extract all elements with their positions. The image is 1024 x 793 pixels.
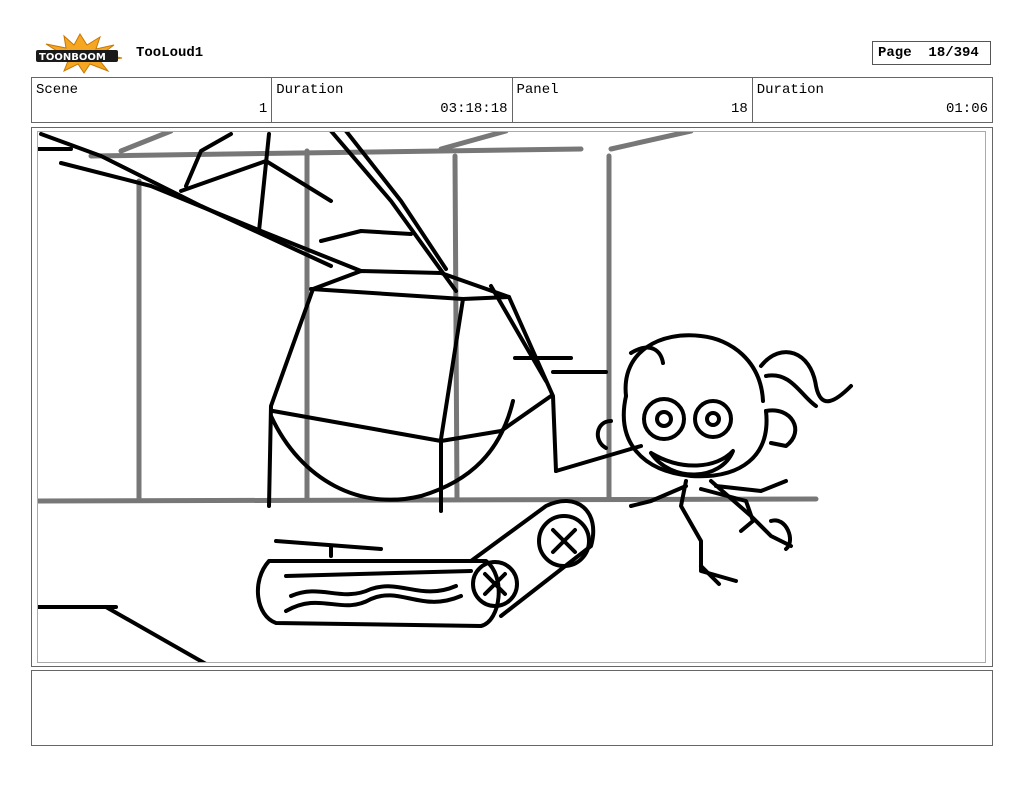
panel-value: 18 (730, 101, 748, 117)
track-right (469, 499, 596, 618)
cab-bottom-curve (269, 399, 515, 502)
scene-duration-value: 03:18:18 (440, 101, 508, 117)
ink-sketch (38, 132, 853, 662)
arm-connector (554, 444, 643, 473)
project-title: TooLoud1 (136, 45, 204, 61)
crane-strut-2 (184, 132, 233, 188)
ceiling-diag-1 (118, 132, 174, 154)
beam-3 (452, 153, 460, 502)
crane-arm-upper (39, 132, 333, 268)
girl-hair-top (623, 333, 765, 403)
track-left (255, 559, 501, 628)
girl-eye-left (642, 397, 686, 441)
panel-duration-value: 01:06 (945, 101, 988, 117)
crane-cable-1 (329, 132, 458, 293)
track-wave-1 (284, 593, 463, 613)
wheel-front-x2 (483, 572, 507, 596)
panel-label: Panel (516, 82, 559, 98)
ceiling-line (88, 146, 584, 159)
scene-cell: Scene 1 (32, 78, 273, 122)
scene-duration-label: Duration (276, 82, 344, 98)
girl-ear-right (764, 408, 798, 448)
girl-pupil-left (655, 410, 673, 428)
crane-brace (179, 159, 333, 203)
panel-duration-cell: Duration 01:06 (753, 78, 992, 122)
wheel-rear (537, 514, 591, 568)
girl-arm-left (629, 484, 688, 508)
crane-link (319, 229, 413, 243)
girl-ear-left (595, 419, 613, 450)
girl-ponytail-2 (764, 373, 818, 408)
track-top-1 (274, 539, 383, 551)
logo-text: TOONBOOM (39, 52, 106, 63)
cab-left (267, 287, 315, 508)
page-label: Page (878, 45, 912, 61)
panel-info-table: Scene 1 Duration 03:18:18 Panel 18 Durat… (31, 77, 993, 123)
crane-arm-lower (59, 161, 363, 273)
page-indicator: Page 18/394 (872, 41, 991, 65)
background-structure (38, 132, 819, 504)
cab-side (507, 295, 558, 473)
girl-hair-curl (629, 345, 665, 365)
ground-diag (104, 605, 207, 662)
floor-line (38, 496, 819, 504)
girl-ponytail (759, 350, 853, 404)
ceiling-diag-2 (438, 132, 509, 152)
scene-value: 1 (258, 101, 268, 117)
panel-cell: Panel 18 (513, 78, 753, 122)
crane-strut-1 (257, 132, 271, 233)
wheel-front (471, 560, 519, 608)
girl-leg-left (679, 479, 738, 583)
scene-duration-cell: Duration 03:18:18 (272, 78, 513, 122)
storyboard-panel-image (37, 131, 986, 663)
storyboard-sketch (38, 132, 853, 662)
crane-cable-2 (344, 132, 448, 271)
girl-pupil-right (705, 411, 721, 427)
wheel-rear-x2 (551, 528, 577, 554)
cab-side-2 (489, 284, 548, 383)
cab-top (309, 269, 511, 301)
girl-dress (699, 487, 755, 533)
girl-mouth (649, 449, 735, 477)
page-value: 18/394 (928, 45, 979, 61)
panel-duration-label: Duration (756, 82, 824, 98)
girl-foot-right (769, 518, 792, 551)
girl-foot-left (699, 564, 721, 586)
girl-eye-right (693, 399, 733, 439)
cab-mid (271, 394, 553, 443)
track-wave-2 (289, 584, 458, 598)
girl-arm-right (714, 479, 788, 493)
track-tread-top (284, 569, 473, 578)
panel-notes-area (31, 670, 993, 746)
scene-label: Scene (36, 82, 79, 98)
ceiling-diag-3 (608, 132, 694, 152)
panel-frame (31, 127, 993, 667)
toonboom-logo: TOONBOOM (34, 32, 126, 74)
